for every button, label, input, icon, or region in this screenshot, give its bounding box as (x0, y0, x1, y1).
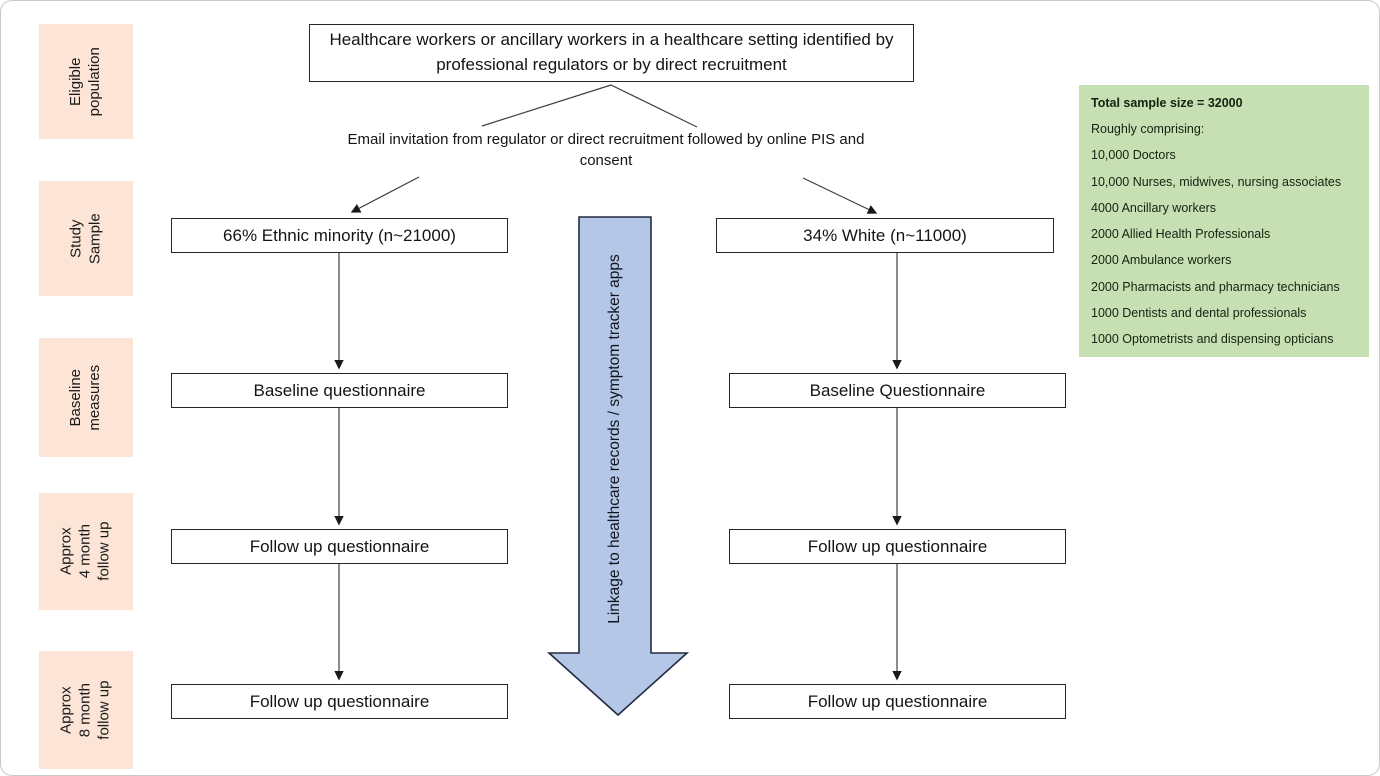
stage-label-text: Study Sample (67, 213, 103, 264)
stage-label-text: Baseline measures (67, 364, 103, 431)
stage-label-text: Approx 4 month follow up (57, 521, 113, 582)
sample-breakdown-item: 10,000 Doctors (1091, 148, 1176, 163)
stage-label-4-month-follow-up: Approx 4 month follow up (39, 493, 133, 610)
stage-label-8-month-follow-up: Approx 8 month follow up (39, 651, 133, 769)
invitation-note: Email invitation from regulator or direc… (347, 131, 865, 169)
sample-breakdown-item: 2000 Ambulance workers (1091, 253, 1232, 268)
sample-breakdown-subtitle: Roughly comprising: (1091, 122, 1205, 137)
sample-breakdown-item: 10,000 Nurses, midwives, nursing associa… (1091, 174, 1342, 189)
left-sample-box: 66% Ethnic minority (n~21000) (171, 218, 508, 253)
sample-breakdown-title: Total sample size = 32000 (1091, 96, 1243, 110)
sample-breakdown-item: 1000 Optometrists and dispensing opticia… (1091, 331, 1334, 346)
eligible-population-box: Healthcare workers or ancillary workers … (309, 24, 914, 82)
left-followup-4m-box: Follow up questionnaire (171, 529, 508, 564)
right-followup-4m-box: Follow up questionnaire (729, 529, 1066, 564)
stage-label-text: Eligible population (67, 46, 103, 117)
stage-label-baseline-measures: Baseline measures (39, 338, 133, 457)
right-sample-box: 34% White (n~11000) (716, 218, 1054, 253)
sample-breakdown-item: 2000 Allied Health Professionals (1091, 227, 1271, 242)
right-followup-8m-box: Follow up questionnaire (729, 684, 1066, 719)
sample-breakdown-item: 4000 Ancillary workers (1091, 200, 1217, 215)
sample-breakdown-panel: Total sample size = 32000 Roughly compri… (1079, 85, 1369, 357)
linkage-arrow-label: Linkage to healthcare records / symptom … (606, 254, 623, 624)
left-followup-8m-box: Follow up questionnaire (171, 684, 508, 719)
stage-label-eligible-population: Eligible population (39, 24, 133, 139)
stage-label-study-sample: Study Sample (39, 181, 133, 296)
sample-breakdown-item: 1000 Dentists and dental professionals (1091, 305, 1307, 320)
left-baseline-box: Baseline questionnaire (171, 373, 508, 408)
sample-breakdown-item: 2000 Pharmacists and pharmacy technician… (1091, 279, 1340, 294)
stage-label-text: Approx 8 month follow up (57, 680, 113, 740)
right-baseline-box: Baseline Questionnaire (729, 373, 1066, 408)
